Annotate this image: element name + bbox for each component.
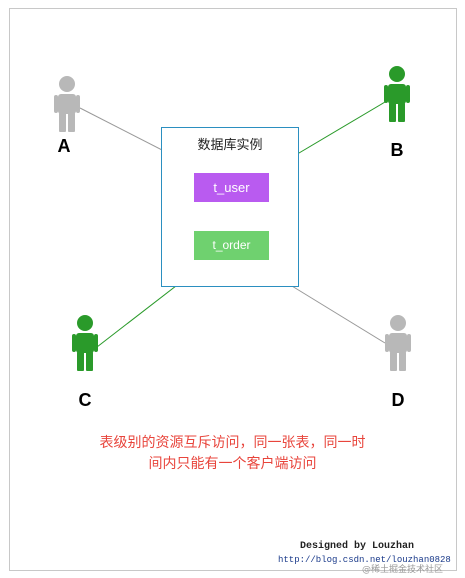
user-d-icon xyxy=(385,315,411,371)
user-label-b: B xyxy=(390,140,404,160)
mutex-note-line-2: 间内只能有一个客户端访问 xyxy=(148,456,317,472)
table-t-user: t_user xyxy=(194,173,269,202)
mutex-note-line-1: 表级别的资源互斥访问，同一张表，同一时 xyxy=(99,435,366,451)
blog-url: http://blog.csdn.net/louzhan0828 xyxy=(278,555,451,565)
watermark: @稀土掘金技术社区 xyxy=(362,565,444,575)
user-label-c: C xyxy=(78,390,92,410)
user-c-icon xyxy=(72,315,98,371)
table-t-order: t_order xyxy=(194,231,269,260)
user-label-a: A xyxy=(57,136,71,156)
database-title: 数据库实例 xyxy=(197,138,263,153)
database-instance-box: 数据库实例 xyxy=(161,127,299,287)
diagram-frame xyxy=(9,8,457,571)
user-label-d: D xyxy=(391,390,405,410)
designer-credit: Designed by Louzhan xyxy=(300,541,415,552)
user-a-icon xyxy=(54,76,80,132)
user-b-icon xyxy=(384,66,410,122)
mutex-note: 表级别的资源互斥访问，同一张表，同一时 间内只能有一个客户端访问 xyxy=(40,433,425,475)
